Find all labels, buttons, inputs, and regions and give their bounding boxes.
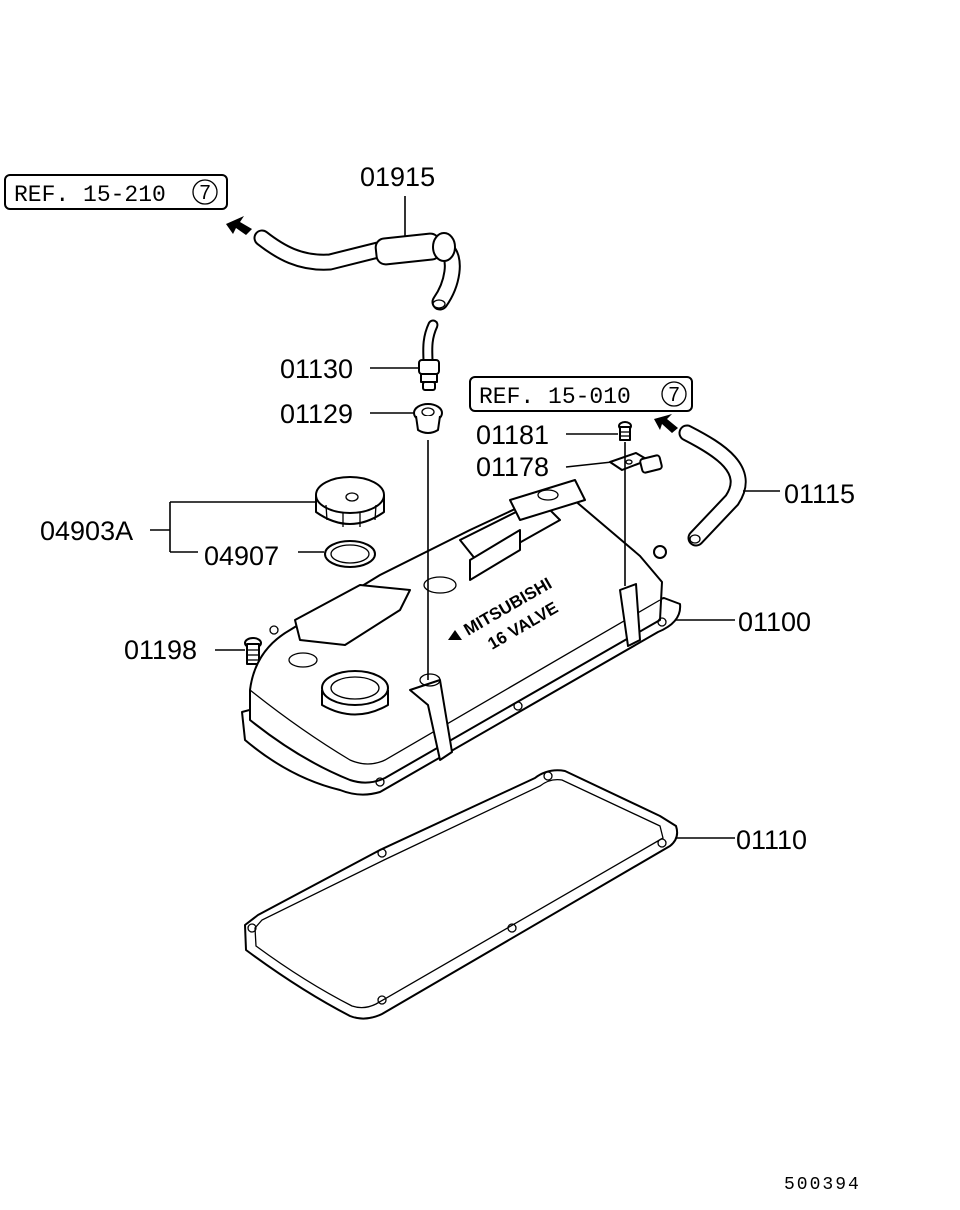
ref-circled-number: 7: [668, 384, 679, 406]
part-number-01130[interactable]: 01130: [280, 354, 353, 384]
rocker-cover-01100[interactable]: MITSUBISHI 16 VALVE: [241, 479, 682, 796]
part-number-04907[interactable]: 04907: [204, 541, 279, 571]
part-number-01110[interactable]: 01110: [736, 825, 807, 855]
arrow-icon: [226, 216, 252, 235]
vent-hose-01115[interactable]: [678, 424, 747, 547]
part-number-01115[interactable]: 01115: [784, 479, 855, 509]
part-number-01915[interactable]: 01915: [360, 162, 435, 192]
part-number-04903A[interactable]: 04903A: [40, 516, 133, 546]
diagram-code: 500394: [784, 1175, 861, 1195]
ref-circled-number: 7: [199, 182, 210, 204]
ref-text: REF. 15-210: [14, 182, 166, 208]
bolt-01181[interactable]: [618, 421, 632, 441]
oil-filler-cap-04903A[interactable]: [315, 476, 385, 527]
breather-hose-01915[interactable]: [253, 229, 461, 311]
cap-gasket-04907[interactable]: [324, 540, 376, 568]
part-number-01178[interactable]: 01178: [476, 452, 549, 482]
mitsubishi-logo-icon: [448, 630, 462, 640]
part-number-01198[interactable]: 01198: [124, 635, 197, 665]
circled-number-icon: [661, 381, 687, 407]
part-number-01181[interactable]: 01181: [476, 420, 549, 450]
arrow-icon: [654, 414, 678, 433]
part-number-01100[interactable]: 01100: [738, 607, 811, 637]
grommet-01129[interactable]: [413, 403, 443, 434]
ref-box-15-210[interactable]: REF. 15-210 7: [4, 174, 228, 210]
circled-number-icon: [192, 179, 218, 205]
ref-box-15-010[interactable]: REF. 15-010 7: [469, 376, 693, 412]
part-number-01129[interactable]: 01129: [280, 399, 353, 429]
rocker-cover-gasket-01110[interactable]: [244, 769, 679, 1020]
bolt-01198[interactable]: [244, 637, 262, 665]
pcv-valve-01130[interactable]: [418, 319, 440, 391]
ref-text: REF. 15-010: [479, 384, 631, 410]
bracket-01178[interactable]: [609, 452, 663, 474]
leader-lines: [150, 196, 780, 839]
